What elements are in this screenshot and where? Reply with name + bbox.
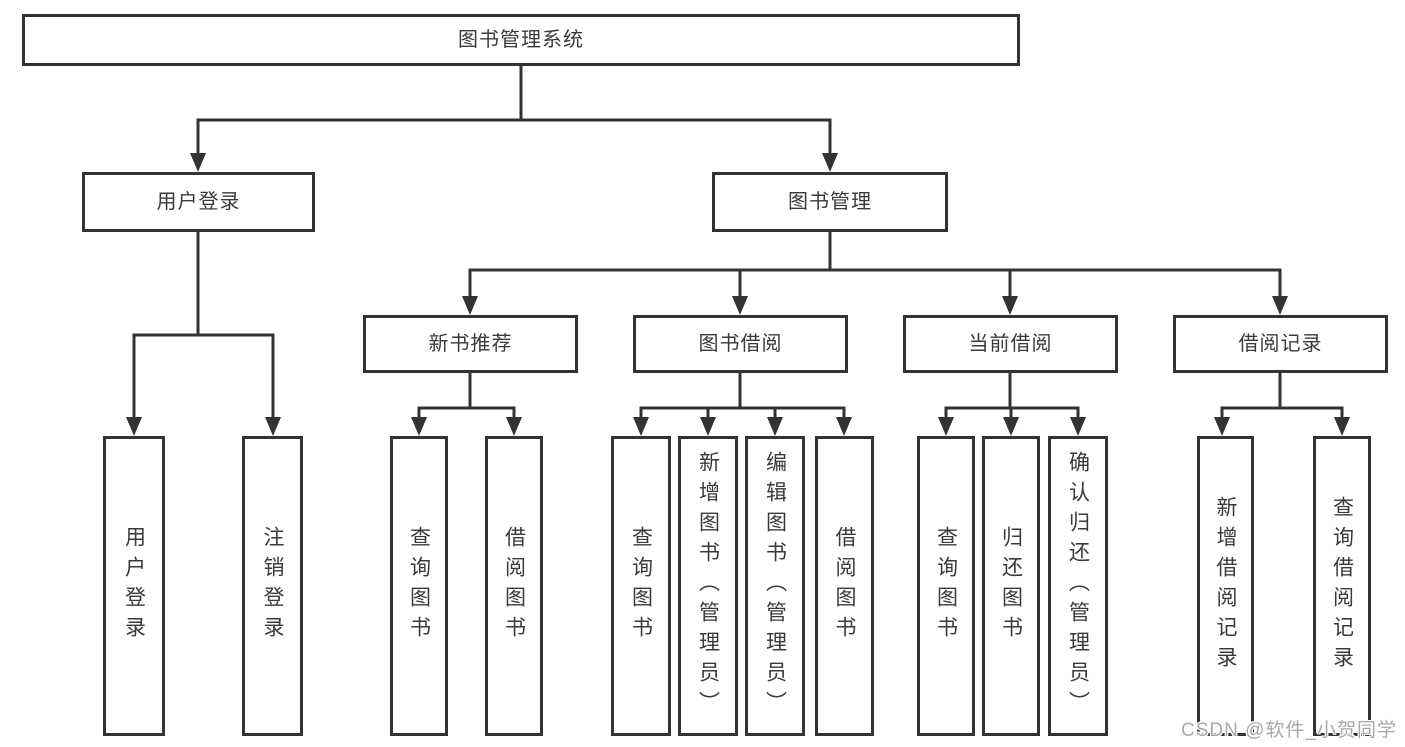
arrowhead bbox=[1272, 296, 1288, 315]
arrowhead bbox=[265, 417, 281, 436]
node-label: 归还图书 bbox=[999, 526, 1023, 646]
leaf-borrow-books-2: 借阅图书 bbox=[815, 436, 874, 736]
node-label: 查询图书 bbox=[629, 526, 653, 646]
node-label: 用户登录 bbox=[122, 526, 146, 646]
node-new-book-recommend: 新书推荐 bbox=[363, 315, 578, 373]
node-label: 注销登录 bbox=[261, 526, 284, 646]
arrowhead bbox=[1334, 417, 1350, 436]
leaf-query-books-3: 查询图书 bbox=[917, 436, 975, 736]
node-current-borrowing: 当前借阅 bbox=[903, 315, 1118, 373]
arrowhead bbox=[700, 417, 716, 436]
node-user-login: 用户登录 bbox=[82, 172, 315, 232]
node-label: 新增借阅记录 bbox=[1214, 496, 1237, 676]
node-label: 用户登录 bbox=[156, 191, 241, 213]
watermark-csdn: CSDN @软件_小贺同学 bbox=[1181, 720, 1397, 741]
arrowhead bbox=[1214, 417, 1230, 436]
arrowhead bbox=[411, 417, 427, 436]
node-label: 查询图书 bbox=[934, 526, 958, 646]
arrowhead bbox=[506, 417, 522, 436]
arrowhead bbox=[836, 417, 852, 436]
node-label: 借阅记录 bbox=[1238, 333, 1323, 355]
node-label: 编辑图书（管理员） bbox=[763, 451, 787, 721]
arrowhead bbox=[938, 417, 954, 436]
leaf-user-login: 用户登录 bbox=[103, 436, 165, 736]
arrowhead bbox=[1002, 296, 1018, 315]
leaf-confirm-return-admin: 确认归还（管理员） bbox=[1048, 436, 1108, 736]
arrowhead bbox=[822, 153, 838, 172]
node-book-management: 图书管理 bbox=[712, 172, 948, 232]
node-label: 当前借阅 bbox=[968, 333, 1053, 355]
arrowhead bbox=[767, 417, 783, 436]
leaf-borrow-books-1: 借阅图书 bbox=[485, 436, 543, 736]
node-library-management-system: 图书管理系统 bbox=[22, 14, 1020, 66]
node-label: 借阅图书 bbox=[833, 526, 856, 646]
arrowhead bbox=[1003, 417, 1019, 436]
leaf-edit-book-admin: 编辑图书（管理员） bbox=[745, 436, 805, 736]
arrowhead bbox=[190, 153, 206, 172]
node-label: 新增图书（管理员） bbox=[696, 451, 720, 721]
arrowhead bbox=[633, 417, 649, 436]
node-book-borrowing: 图书借阅 bbox=[633, 315, 848, 373]
leaf-logout: 注销登录 bbox=[242, 436, 303, 736]
arrowhead bbox=[1070, 417, 1086, 436]
node-label: 查询图书 bbox=[407, 526, 431, 646]
node-label: 查询借阅记录 bbox=[1330, 496, 1354, 676]
node-label: 确认归还（管理员） bbox=[1066, 451, 1090, 721]
leaf-query-books-1: 查询图书 bbox=[390, 436, 448, 736]
leaf-return-book: 归还图书 bbox=[982, 436, 1040, 736]
arrowhead bbox=[462, 296, 478, 315]
arrowhead bbox=[732, 296, 748, 315]
leaf-query-books-2: 查询图书 bbox=[611, 436, 671, 736]
node-borrowing-records: 借阅记录 bbox=[1173, 315, 1388, 373]
node-label: 新书推荐 bbox=[428, 333, 513, 355]
leaf-add-book-admin: 新增图书（管理员） bbox=[678, 436, 738, 736]
node-label: 图书管理系统 bbox=[458, 29, 584, 51]
node-label: 图书管理 bbox=[788, 191, 872, 213]
node-label: 图书借阅 bbox=[698, 333, 783, 355]
leaf-add-borrow-record: 新增借阅记录 bbox=[1197, 436, 1254, 736]
arrowhead bbox=[126, 417, 142, 436]
node-label: 借阅图书 bbox=[502, 526, 526, 646]
leaf-query-borrow-record: 查询借阅记录 bbox=[1313, 436, 1371, 736]
